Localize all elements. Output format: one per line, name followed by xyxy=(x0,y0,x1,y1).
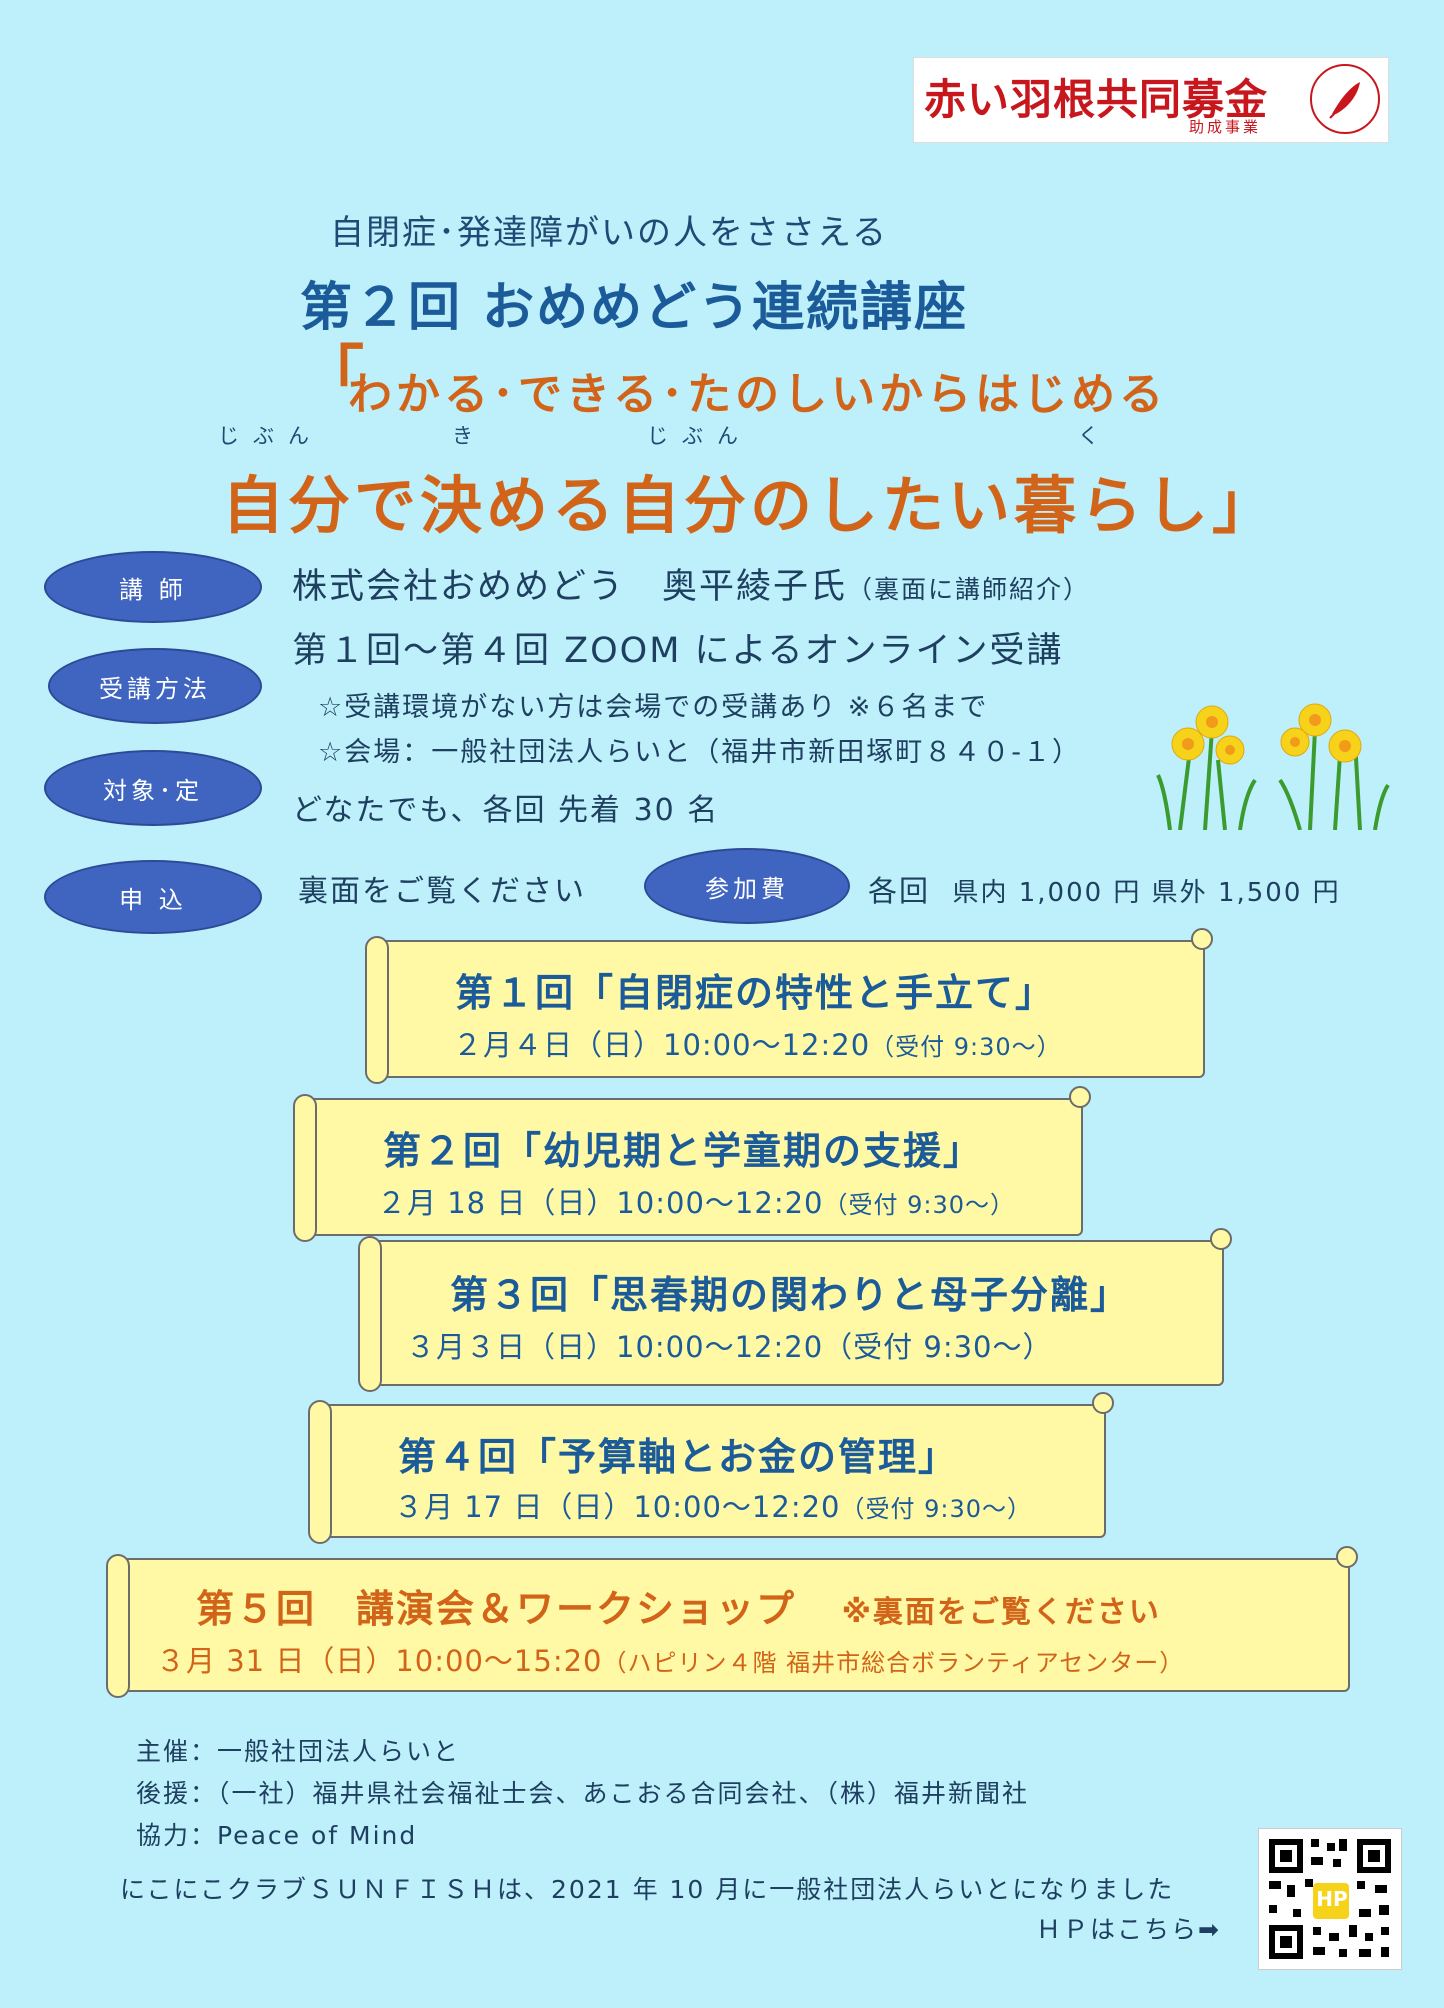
page-title: 第２回 おめめどう連続講座 xyxy=(300,278,969,338)
session-2-title: 第２回「幼児期と学童期の支援」 xyxy=(383,1129,984,1173)
fee-each: 各回 xyxy=(868,874,931,908)
lecturer-name: 株式会社おめめどう 奥平綾子氏（裏面に講師紹介） xyxy=(292,558,1090,609)
label-apply: 申 込 xyxy=(44,860,262,934)
session-2-date-text: ２月 18 日（日）10:00～12:20 xyxy=(377,1186,824,1220)
scroll-curl-right xyxy=(1336,1546,1358,1568)
scroll-curl-left xyxy=(106,1554,130,1698)
hp-link[interactable]: ＨＰはこちら➡ xyxy=(1036,1915,1221,1944)
session-1-date-text: ２月４日（日）10:00～12:20 xyxy=(453,1028,871,1062)
session-1-title: 第１回「自閉症の特性と手立て」 xyxy=(455,971,1056,1015)
session-2-date: ２月 18 日（日）10:00～12:20（受付 9:30～） xyxy=(377,1180,1015,1222)
session-5-title-text: 第５回 講演会＆ワークショップ xyxy=(196,1587,797,1631)
logo-subtext: 助成事業 xyxy=(1189,118,1262,136)
session-1-scroll: 第１回「自閉症の特性と手立て」 ２月４日（日）10:00～12:20（受付 9:… xyxy=(365,928,1213,1084)
session-2-note: （受付 9:30～） xyxy=(823,1191,1016,1219)
session-4-date: ３月 17 日（日）10:00～12:20（受付 9:30～） xyxy=(394,1484,1032,1526)
session-4-date-text: ３月 17 日（日）10:00～12:20 xyxy=(394,1490,841,1524)
session-5-date-text: ３月 31 日（日）10:00～15:20 xyxy=(156,1644,603,1678)
feather-seal-icon xyxy=(1310,64,1380,134)
qr-code-icon[interactable]: HP xyxy=(1258,1828,1402,1970)
daffodil-icon xyxy=(1156,703,1390,830)
apply-text: 裏面をご覧ください xyxy=(298,874,586,909)
notice-text: にこにこクラブＳＵＮＦＩＳＨは、2021 年 10 月に一般社団法人らいとになり… xyxy=(120,1875,1175,1904)
scroll-curl-left xyxy=(293,1094,317,1242)
session-1-date: ２月４日（日）10:00～12:20（受付 9:30～） xyxy=(453,1022,1062,1064)
lecturer-note: （裏面に講師紹介） xyxy=(847,575,1091,604)
session-4-scroll: 第４回「予算軸とお金の管理」 ３月 17 日（日）10:00～12:20（受付 … xyxy=(308,1392,1114,1544)
scroll-curl-right xyxy=(1210,1228,1232,1250)
label-lecturer: 講 師 xyxy=(44,551,262,623)
ruby-ki: き xyxy=(452,424,487,448)
target-text: どなたでも、各回 先着 30 名 xyxy=(292,793,720,828)
ruby-jibun-1: じぶん xyxy=(218,424,323,448)
subtitle: 自閉症･発達障がいの人をささえる xyxy=(330,213,888,253)
session-3-scroll: 第３回「思春期の関わりと母子分離」 ３月３日（日）10:00～12:20（受付 … xyxy=(358,1228,1232,1392)
theme-line-2: 自分で決める自分のしたい暮らし」 xyxy=(222,469,1279,542)
support-text: 後援：（一社）福井県社会福祉士会、あこおる合同会社、（株）福井新聞社 xyxy=(136,1779,1030,1808)
qr-hp-label: HP xyxy=(1316,1887,1348,1911)
lecturer-text: 株式会社おめめどう 奥平綾子氏 xyxy=(292,567,848,607)
scroll-curl-right xyxy=(1092,1392,1114,1414)
session-5-note: （ハピリン４階 福井市総合ボランティアセンター） xyxy=(602,1649,1185,1677)
scroll-curl-left xyxy=(308,1400,332,1544)
session-3-date: ３月３日（日）10:00～12:20（受付 9:30～） xyxy=(406,1330,1053,1364)
scroll-curl-right xyxy=(1069,1086,1091,1108)
session-3-title: 第３回「思春期の関わりと母子分離」 xyxy=(450,1273,1131,1317)
session-5-scroll: 第５回 講演会＆ワークショップ ※裏面をご覧ください ３月 31 日（日）10:… xyxy=(106,1546,1358,1698)
ruby-ku: く xyxy=(1078,424,1113,448)
session-4-note: （受付 9:30～） xyxy=(840,1495,1033,1523)
red-feather-logo: 赤い羽根共同募金 助成事業 xyxy=(913,57,1389,143)
label-fee: 参加費 xyxy=(644,848,850,924)
ruby-jibun-2: じぶん xyxy=(647,424,752,448)
venue-note-1: ☆受講環境がない方は会場での受講あり ※６名まで xyxy=(318,692,989,723)
bracket-open: 「 xyxy=(300,340,364,414)
scroll-curl-right xyxy=(1191,928,1213,950)
theme-line-1: わかる･できる･たのしいからはじめる xyxy=(348,369,1168,420)
session-4-title: 第４回「予算軸とお金の管理」 xyxy=(398,1435,959,1479)
scroll-curl-left xyxy=(365,936,389,1084)
session-1-note: （受付 9:30～） xyxy=(870,1033,1062,1061)
method-text: 第１回～第４回 ZOOM によるオンライン受講 xyxy=(292,631,1064,671)
cooperation-text: 協力：Peace of Mind xyxy=(136,1821,418,1850)
fee-text: 各回 県内 1,000 円 県外 1,500 円 xyxy=(868,868,1341,910)
label-method: 受講方法 xyxy=(48,648,262,724)
label-target: 対象･定 xyxy=(44,750,262,826)
session-5-title-note: ※裏面をご覧ください xyxy=(841,1595,1161,1630)
scroll-curl-left xyxy=(358,1236,382,1392)
session-5-date: ３月 31 日（日）10:00～15:20（ハピリン４階 福井市総合ボランティア… xyxy=(156,1638,1184,1680)
logo-text: 赤い羽根共同募金 xyxy=(924,75,1269,124)
host-text: 主催：一般社団法人らいと xyxy=(136,1737,461,1766)
venue-note-2: ☆会場：一般社団法人らいと（福井市新田塚町８４０-１） xyxy=(318,737,1081,768)
session-5-title: 第５回 講演会＆ワークショップ ※裏面をご覧ください xyxy=(196,1578,1161,1633)
session-2-scroll: 第２回「幼児期と学童期の支援」 ２月 18 日（日）10:00～12:20（受付… xyxy=(293,1086,1091,1242)
fee-detail: 県内 1,000 円 県外 1,500 円 xyxy=(952,878,1341,908)
